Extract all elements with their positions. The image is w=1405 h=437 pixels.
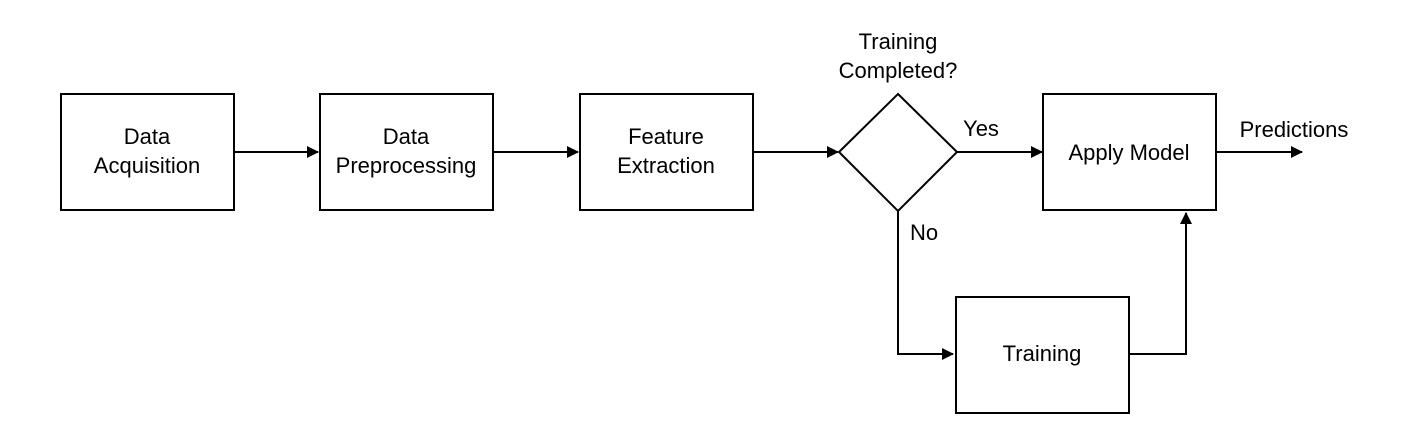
edge-training-to-apply: [1129, 212, 1192, 355]
edge-labels: Yes No Predictions: [910, 116, 1348, 245]
node-data-preprocessing: [319, 93, 494, 211]
training-label: Training: [1003, 341, 1082, 366]
nodes: [60, 92, 1217, 414]
no-label: No: [910, 220, 938, 245]
edge-decision-to-training: [897, 211, 954, 360]
node-apply-model: [1042, 93, 1217, 211]
feature-label-line-1: Feature: [628, 124, 704, 149]
node-training-completed-decision: [837, 92, 959, 213]
node-data-acquisition: [60, 93, 235, 211]
acquisition-label-line-2: Acquisition: [94, 153, 200, 178]
feature-label-line-2: Extraction: [617, 153, 715, 178]
preprocessing-label-line-2: Preprocessing: [336, 153, 477, 178]
decision-label-line-2: Completed?: [839, 58, 958, 83]
preprocessing-label-line-1: Data: [383, 124, 430, 149]
node-training: [955, 296, 1130, 414]
edges: [234, 146, 1303, 360]
apply-model-label: Apply Model: [1068, 140, 1189, 165]
decision-label-line-1: Training: [859, 29, 938, 54]
predictions-label: Predictions: [1240, 117, 1349, 142]
node-feature-extraction: [579, 93, 754, 211]
yes-label: Yes: [963, 116, 999, 141]
acquisition-label-line-1: Data: [124, 124, 171, 149]
node-labels: Data Acquisition Data Preprocessing Feat…: [94, 29, 1190, 366]
